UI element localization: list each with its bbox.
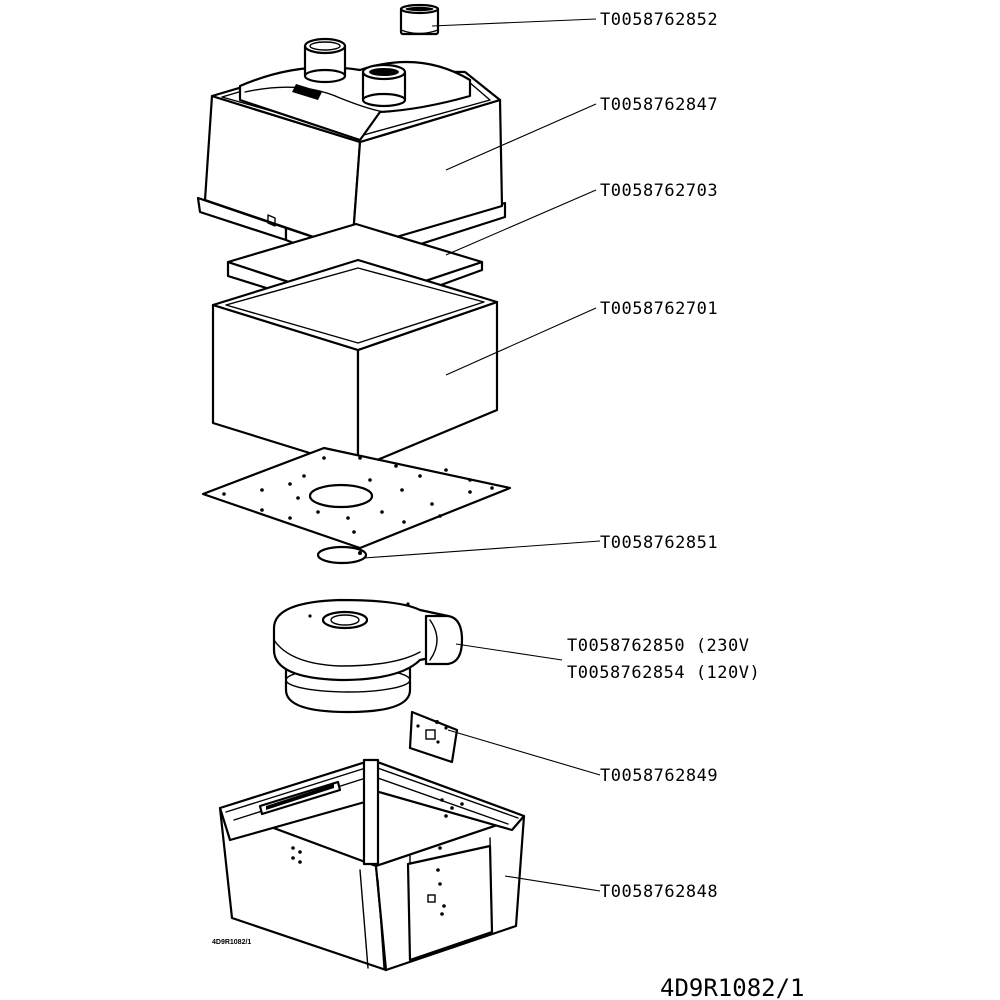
label-insulation-block: T0058762701	[600, 299, 718, 319]
label-insulation-plate: T0058762703	[600, 181, 718, 201]
housing-code: 4D9R1082/1	[212, 939, 251, 946]
label-fan-120v: T0058762854 (120V)	[567, 663, 760, 683]
control-board-part	[408, 710, 459, 764]
insulation-block-part	[211, 258, 499, 470]
cover-part	[196, 37, 507, 268]
gasket-part	[316, 545, 368, 565]
leader-lines	[363, 18, 601, 892]
label-base-housing: T0058762848	[600, 882, 718, 902]
drawing-code: 4D9R1082/1	[660, 974, 805, 1000]
fan-part	[272, 598, 464, 714]
label-cap: T0058762852	[600, 10, 718, 30]
cap-part	[399, 3, 440, 36]
part-labels: T0058762852 T0058762847 T0058762703 T005…	[567, 10, 760, 902]
label-control-board: T0058762849	[600, 766, 718, 786]
label-cover: T0058762847	[600, 95, 718, 115]
housing-holes	[291, 798, 464, 916]
base-housing-part	[218, 758, 526, 972]
label-fan-230v: T0058762850 (230V	[567, 636, 750, 656]
mounting-holes	[222, 456, 494, 534]
label-gasket: T0058762851	[600, 533, 718, 553]
mounting-plate-part	[201, 446, 512, 550]
